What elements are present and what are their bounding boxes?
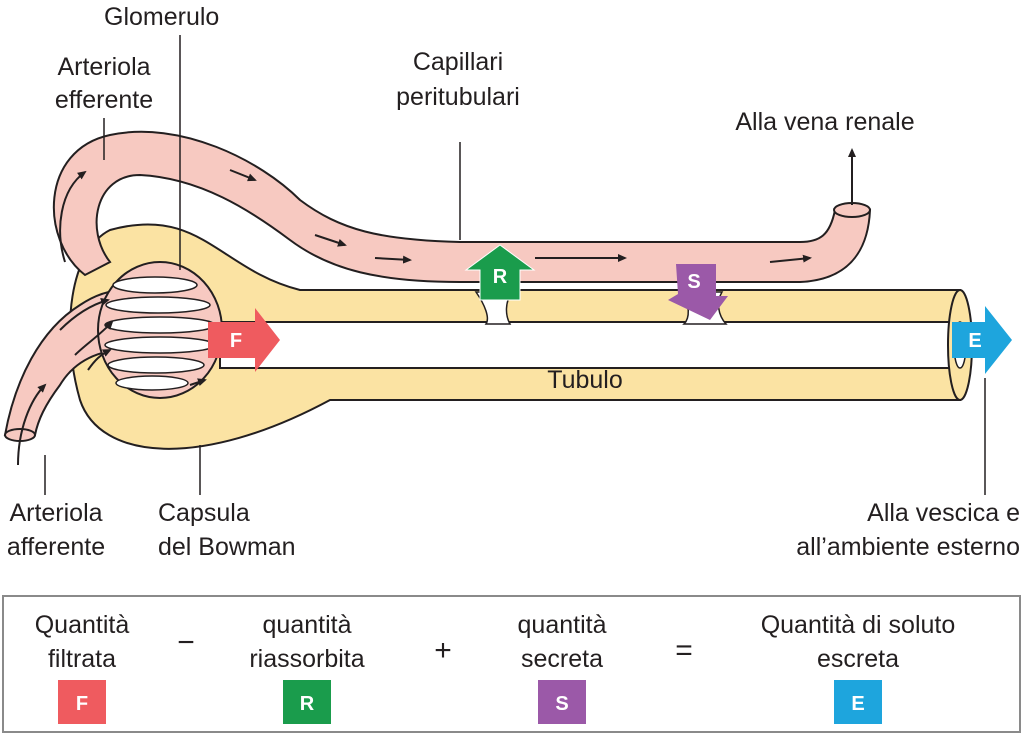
- eq-term2-line2: riassorbita: [249, 645, 364, 673]
- label-arteriola-afferente-2: afferente: [7, 533, 105, 561]
- eq-minus: −: [177, 626, 195, 659]
- eq-badge-F-label: F: [76, 693, 88, 715]
- filtration-badge-label: F: [230, 330, 242, 352]
- excretion-badge-label: E: [968, 330, 981, 352]
- eq-badge-S: [538, 680, 586, 724]
- tubule-lumen: [219, 321, 961, 369]
- glomerular-capillaries: [104, 276, 216, 391]
- eq-term1-line2: filtrata: [48, 645, 116, 673]
- label-alla-vena-renale: Alla vena renale: [735, 108, 914, 136]
- eq-term3-line1: quantità: [518, 611, 607, 639]
- label-capillari-1: Capillari: [413, 48, 503, 76]
- excretion-arrow: [952, 306, 1012, 374]
- eq-term2-line1: quantità: [263, 611, 352, 639]
- filtration-arrow: [208, 308, 280, 372]
- label-glomerulo: Glomerulo: [104, 3, 219, 31]
- reabsorption-arrow: [464, 244, 536, 301]
- label-arteriola-efferente-2: efferente: [55, 86, 153, 114]
- eq-badge-R-label: R: [300, 693, 315, 715]
- eq-term4-line2: escreta: [817, 645, 899, 673]
- label-capsula-2: del Bowman: [158, 533, 296, 561]
- eq-equals: =: [675, 634, 693, 667]
- label-alla-vescica-1: Alla vescica e: [867, 499, 1020, 527]
- eq-plus: +: [434, 634, 452, 667]
- eq-term3-line2: secreta: [521, 645, 603, 673]
- label-arteriola-afferente-1: Arteriola: [9, 499, 102, 527]
- label-capsula-1: Capsula: [158, 499, 250, 527]
- blood-flow-arrows: [17, 148, 856, 466]
- label-tubulo: Tubulo: [547, 366, 623, 394]
- secretion-arrow: [668, 264, 728, 320]
- eq-badge-S-label: S: [555, 693, 568, 715]
- eq-term4-line1: Quantità di soluto: [761, 611, 956, 639]
- eq-term1-line1: Quantità: [35, 611, 130, 639]
- vein-opening: [833, 202, 871, 218]
- secretion-badge-label: S: [687, 271, 700, 293]
- eq-badge-E: [834, 680, 882, 724]
- eq-badge-R: [283, 680, 331, 724]
- label-arteriola-efferente-1: Arteriola: [57, 53, 150, 81]
- label-capillari-2: peritubulari: [396, 83, 520, 111]
- label-alla-vescica-2: all’ambiente esterno: [796, 533, 1020, 561]
- reabsorption-badge-label: R: [493, 266, 508, 288]
- leader-lines: [44, 35, 986, 495]
- eq-badge-E-label: E: [851, 693, 864, 715]
- eq-badge-F: [58, 680, 106, 724]
